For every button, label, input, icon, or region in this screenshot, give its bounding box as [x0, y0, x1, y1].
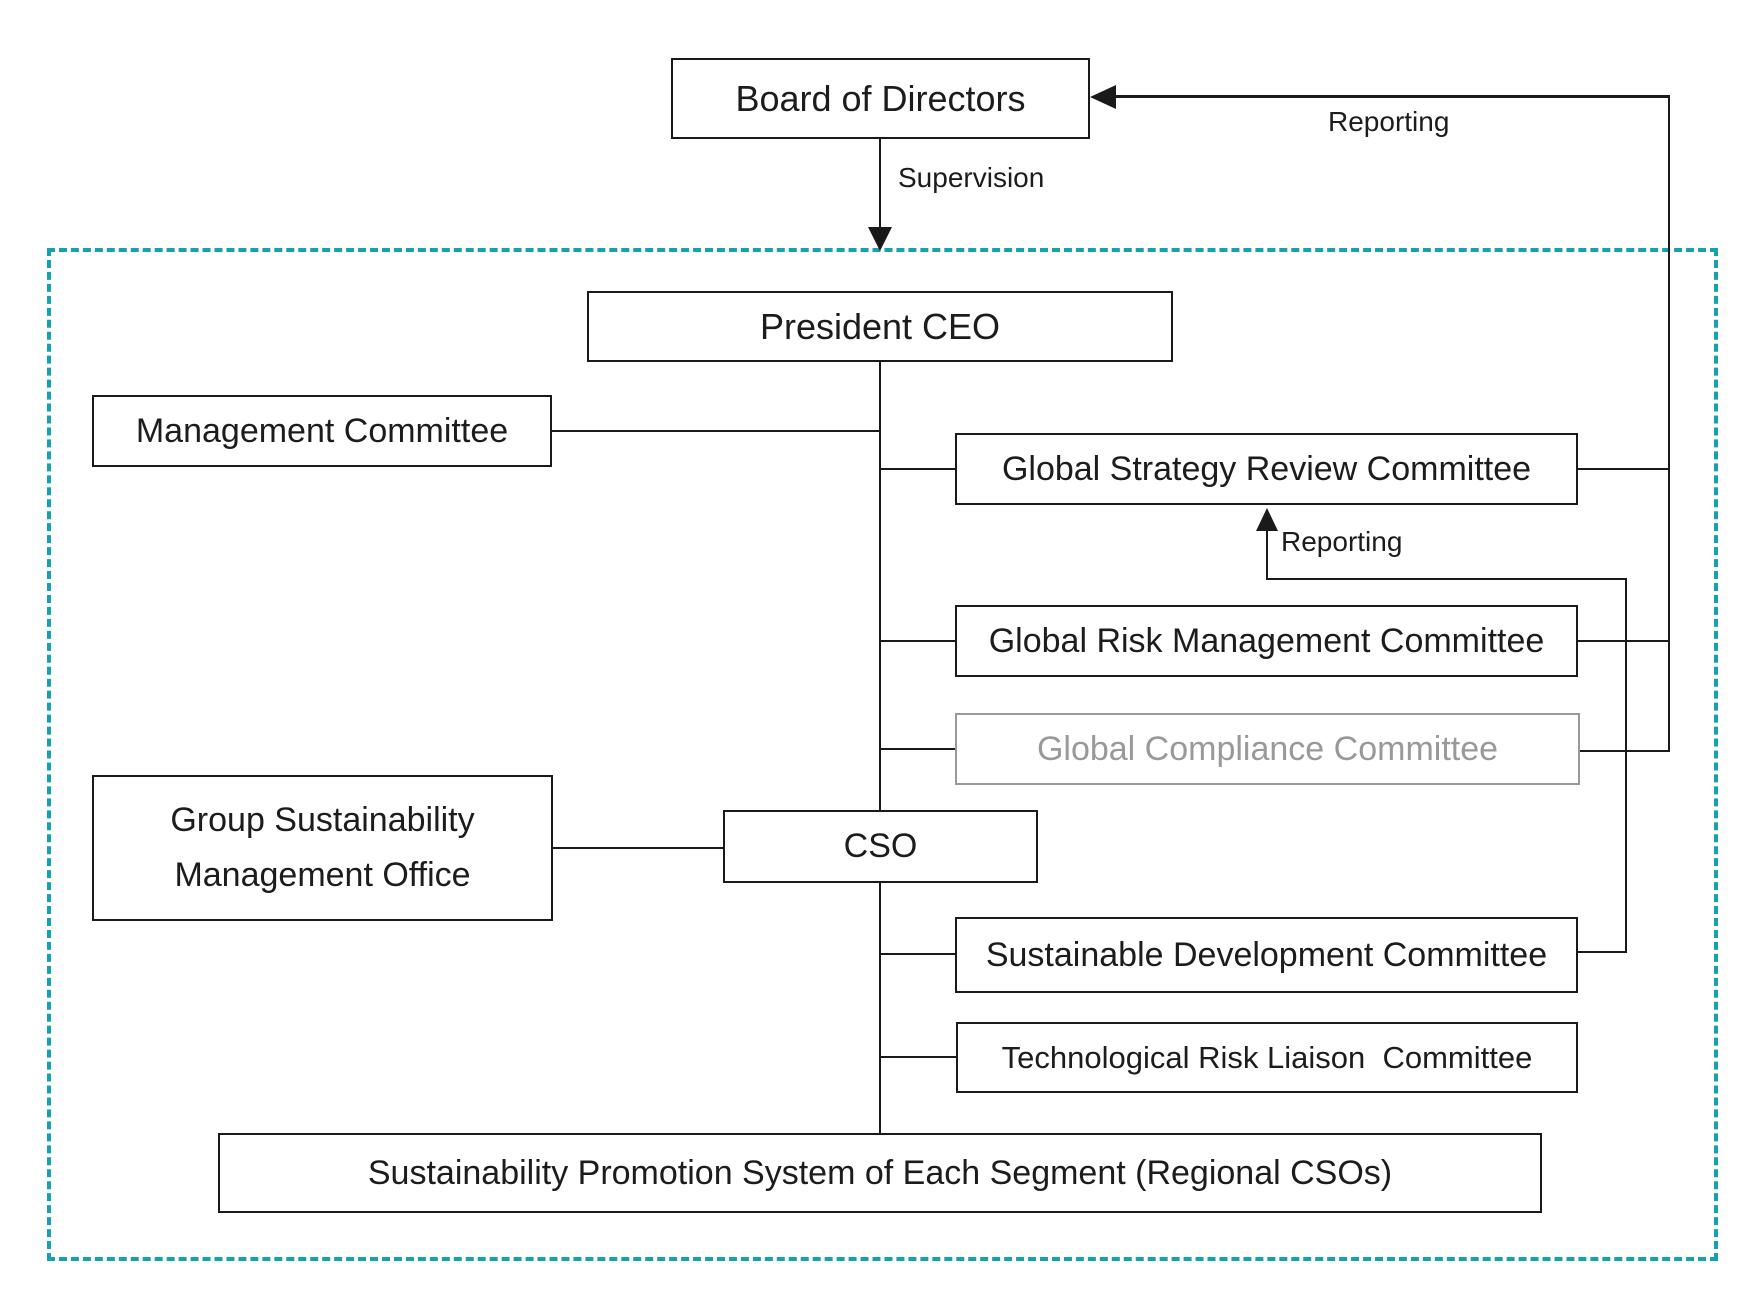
reporting-to-gsrc-label: Reporting: [1281, 526, 1403, 557]
central-spine-vline: [879, 362, 881, 1133]
supervision-arrowhead-icon: [868, 227, 892, 251]
edge-gsrc-left-line: [880, 468, 955, 470]
reporting-to-board-arrowhead-icon: [1090, 85, 1116, 109]
gsmo-label-line1: Group Sustainability: [170, 801, 475, 840]
node-president-ceo: President CEO: [587, 291, 1173, 362]
reporting-to-board-label: Reporting: [1328, 106, 1450, 137]
edge-gsrc-right-line: [1578, 468, 1670, 470]
node-sustainable-development-committee: Sustainable Development Committee: [955, 917, 1578, 993]
node-cso: CSO: [723, 810, 1038, 883]
gsmo-label: Group Sustainability Management Office: [170, 800, 474, 896]
node-technological-risk-liaison-committee: Technological Risk Liaison Committee: [956, 1022, 1578, 1093]
node-global-compliance-committee: Global Compliance Committee: [955, 713, 1580, 785]
edge-reporting-to-gsrc-hline: [1266, 578, 1627, 580]
edge-supervision-line: [879, 139, 881, 231]
node-global-strategy-review-committee: Global Strategy Review Committee: [955, 433, 1578, 505]
edge-grmc-right-line: [1578, 640, 1670, 642]
supervision-label: Supervision: [898, 162, 1045, 193]
edge-reporting-to-board-hline: [1114, 95, 1670, 98]
edge-management-committee-line: [552, 430, 880, 432]
node-board-of-directors: Board of Directors: [671, 58, 1090, 139]
edge-gsmo-to-cso-line: [553, 847, 723, 849]
node-global-risk-management-committee: Global Risk Management Committee: [955, 605, 1578, 677]
node-management-committee: Management Committee: [92, 395, 552, 467]
edge-trlc-left-line: [880, 1056, 956, 1058]
node-group-sustainability-management-office: Group Sustainability Management Office: [92, 775, 553, 921]
edge-gcc-left-line: [880, 748, 955, 750]
gsmo-label-line2: Management Office: [174, 856, 471, 894]
edge-reporting-to-gsrc-vline: [1266, 529, 1268, 580]
edge-grmc-left-line: [880, 640, 955, 642]
right-reporting-rail-vline: [1668, 96, 1670, 752]
edge-sdc-left-line: [880, 953, 955, 955]
edge-sdc-right-line: [1578, 951, 1627, 953]
reporting-to-gsrc-arrowhead-icon: [1256, 508, 1278, 531]
sdc-reporting-rail-vline: [1625, 579, 1627, 953]
node-segment-sustainability-promotion-system: Sustainability Promotion System of Each …: [218, 1133, 1542, 1213]
